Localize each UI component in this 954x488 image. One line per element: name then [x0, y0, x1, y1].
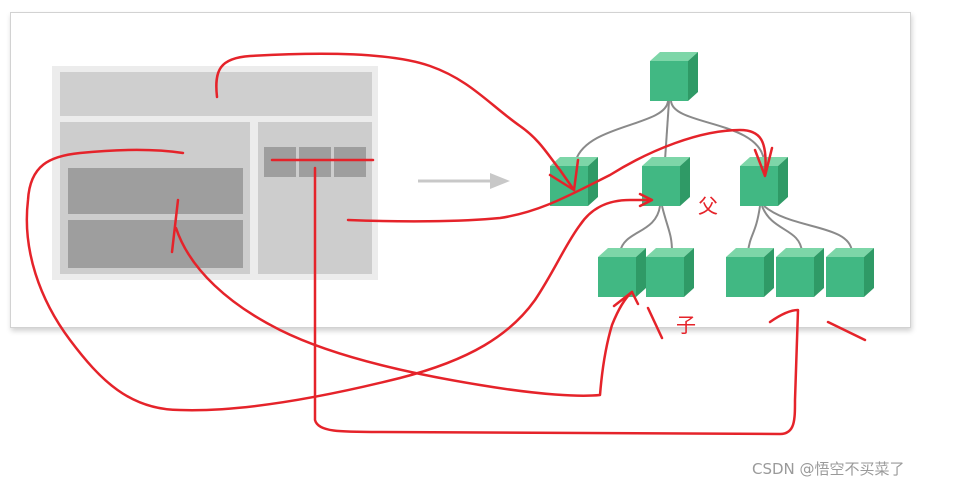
watermark: CSDN @悟空不买菜了	[752, 460, 905, 478]
red-annotations: 父 子	[25, 52, 867, 436]
root-cube-icon	[650, 52, 698, 101]
page-wireframe	[52, 66, 378, 280]
connector-child-2-to-grandchild-1	[619, 205, 661, 253]
red-annotation-tick	[646, 306, 664, 340]
red-arrowhead	[638, 192, 654, 208]
red-annotation-small-blocks-to-grandchildren	[313, 166, 800, 436]
red-arrowhead	[548, 158, 580, 192]
connector-child-2-to-grandchild-2	[661, 205, 673, 253]
red-annotation-left-panel-to-child-2	[25, 148, 652, 412]
grandchild-cube-icon	[646, 248, 694, 297]
wireframe-small-block-3	[334, 147, 366, 177]
child-cube-icon	[740, 157, 788, 206]
child-label: 子	[676, 313, 696, 337]
red-annotation-right-panel-to-child-3	[346, 128, 767, 223]
component-tree	[550, 52, 874, 297]
connector-root-to-child-2	[664, 100, 670, 161]
connector-child-3-to-grandchild-2	[761, 205, 803, 253]
right-arrow-icon	[418, 173, 510, 189]
red-annotation-tick	[826, 320, 867, 342]
wireframe-left-block-1	[68, 168, 243, 214]
red-annotation-left-block-to-grandchild	[170, 198, 634, 397]
wireframe-small-block-1	[264, 147, 296, 177]
red-arrowhead	[753, 146, 774, 178]
red-annotation-header-to-child-1	[215, 52, 576, 192]
grandchild-cube-icon	[776, 248, 824, 297]
wireframe-left-block-2	[68, 220, 243, 268]
red-arrowhead	[612, 290, 640, 308]
tree-connectors	[575, 100, 853, 253]
grandchild-cube-icon	[826, 248, 874, 297]
parent-label: 父	[698, 194, 718, 218]
connector-child-3-to-grandchild-3	[763, 205, 853, 253]
grandchild-cube-icon	[726, 248, 774, 297]
grandchild-cube-icon	[598, 248, 646, 297]
connector-child-3-to-grandchild-1	[747, 205, 761, 253]
connector-root-to-child-3	[670, 100, 765, 161]
connector-root-to-child-1	[575, 100, 669, 161]
